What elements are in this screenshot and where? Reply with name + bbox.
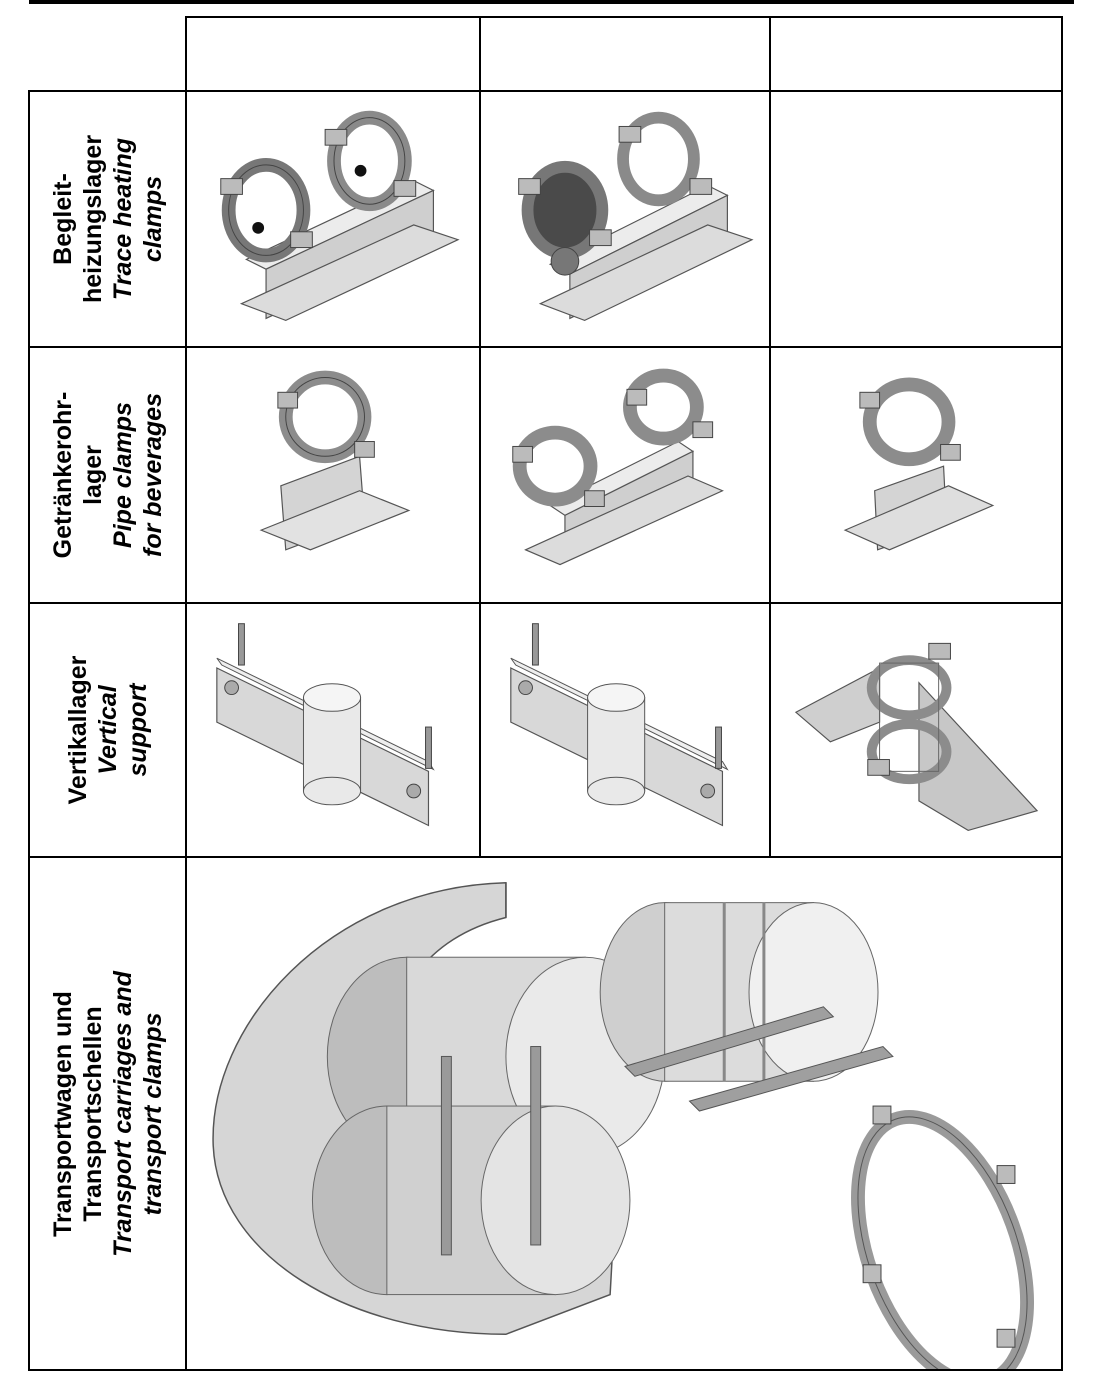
product-image-trace-clamp-pipe xyxy=(479,90,771,348)
product-image-transport-span xyxy=(185,856,1063,1371)
header-cell-col2 xyxy=(479,16,771,92)
product-image-vertical-clamp xyxy=(185,602,481,858)
vertical-riser-clamp-illustration xyxy=(216,623,435,827)
product-image-vertical-bracket xyxy=(769,602,1063,858)
header-cell-col1 xyxy=(185,16,481,92)
product-image-double-clamp xyxy=(479,346,771,604)
row-label-text: Begleit- heizungslager Trace heating cla… xyxy=(48,134,167,304)
row-label-trace-heating: Begleit- heizungslager Trace heating cla… xyxy=(28,90,187,348)
double-clamp-tracer-pipe-illustration xyxy=(518,111,754,322)
header-cell-col3 xyxy=(769,16,1063,92)
transport-carriages-illustration xyxy=(212,882,1034,1369)
product-image-single-clamp xyxy=(185,346,481,604)
row-label-text: Vertikallager Vertical support xyxy=(63,655,152,805)
row-label-text: Transportwagen und Transportschellen Tra… xyxy=(48,970,167,1257)
product-image-single-clamp-plate xyxy=(769,346,1063,604)
product-image-vertical-clamp-double xyxy=(479,602,771,858)
double-clamp-long-support-illustration xyxy=(512,368,724,566)
single-clamp-t-support-illustration xyxy=(259,370,411,551)
vertical-clamps-triangular-bracket-illustration xyxy=(794,642,1039,832)
single-clamp-plate-illustration xyxy=(843,377,995,551)
product-image-trace-clamp-holes xyxy=(185,90,481,348)
product-image-empty xyxy=(769,90,1063,348)
double-clamp-t-support-illustration xyxy=(220,110,460,322)
vertical-riser-clamp-double-bolt-illustration xyxy=(510,623,729,827)
row-label-text: Getränkerohr- lager Pipe clamps for beve… xyxy=(48,391,167,559)
row-label-transport: Transportwagen und Transportschellen Tra… xyxy=(28,856,187,1371)
row-label-beverage-clamps: Getränkerohr- lager Pipe clamps for beve… xyxy=(28,346,187,604)
top-rule xyxy=(29,0,1074,4)
row-label-vertical-support: Vertikallager Vertical support xyxy=(28,602,187,858)
